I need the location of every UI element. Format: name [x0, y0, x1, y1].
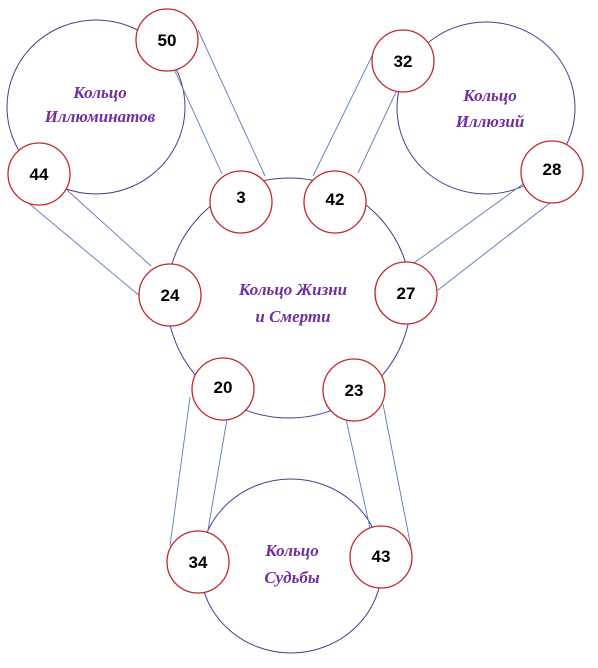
connector-20-34-b — [207, 418, 228, 531]
ring-illuminati-label-line1: Кольцо — [72, 83, 126, 102]
ring-illusions-label-line1: Кольцо — [462, 86, 516, 105]
node-20[interactable]: 20 — [191, 357, 255, 421]
connector-28-27-b — [437, 202, 551, 291]
node-27-circle — [374, 261, 438, 325]
node-24[interactable]: 24 — [138, 263, 202, 327]
connector-50-3-b — [197, 29, 266, 177]
node-32-circle — [371, 29, 435, 93]
node-50[interactable]: 50 — [135, 8, 199, 72]
node-34-label: 34 — [189, 553, 208, 572]
node-50-label: 50 — [158, 31, 177, 50]
connector-28-27-a — [413, 183, 524, 264]
node-23-label: 23 — [345, 381, 364, 400]
ring-illusions-label-line2: Иллюзий — [455, 112, 525, 131]
node-20-circle — [191, 357, 255, 421]
node-42-circle — [303, 170, 367, 234]
node-50-circle — [135, 8, 199, 72]
connector-32-42-a — [312, 53, 374, 177]
node-34[interactable]: 34 — [166, 530, 230, 594]
node-44-label: 44 — [30, 165, 49, 184]
ring-life-death-label-line2: и Смерти — [255, 307, 330, 326]
ring-fate-label-line2: Судьбы — [264, 568, 320, 587]
connector-50-3-a — [173, 68, 223, 175]
node-3-label: 3 — [236, 188, 245, 207]
node-20-label: 20 — [214, 378, 233, 397]
node-43-circle — [349, 525, 413, 589]
connector-44-24-a — [19, 195, 142, 298]
connector-20-34-a — [169, 396, 191, 547]
connector-23-43-b — [382, 403, 412, 548]
node-27-label: 27 — [397, 284, 416, 303]
node-23-circle — [322, 358, 386, 422]
node-44[interactable]: 44 — [7, 142, 71, 206]
node-44-circle — [7, 142, 71, 206]
ring-illuminati-label-line2: Иллюминатов — [44, 107, 156, 126]
node-28-label: 28 — [543, 160, 562, 179]
node-32[interactable]: 32 — [371, 29, 435, 93]
node-23[interactable]: 23 — [322, 358, 386, 422]
ring-life-death-label-line1: Кольцо Жизни — [238, 280, 347, 299]
node-32-label: 32 — [394, 52, 413, 71]
node-27[interactable]: 27 — [374, 261, 438, 325]
node-42[interactable]: 42 — [303, 170, 367, 234]
node-24-circle — [138, 263, 202, 327]
connector-44-24-b — [66, 189, 152, 267]
connectors — [19, 29, 551, 548]
connector-23-43-a — [345, 418, 371, 529]
node-3-circle — [209, 170, 273, 234]
node-28[interactable]: 28 — [520, 140, 584, 204]
connector-32-42-b — [357, 91, 397, 174]
ring-fate-label-line1: Кольцо — [264, 541, 318, 560]
node-43[interactable]: 43 — [349, 525, 413, 589]
node-42-label: 42 — [326, 190, 345, 209]
node-43-label: 43 — [372, 547, 391, 566]
node-3[interactable]: 3 — [209, 170, 273, 234]
node-28-circle — [520, 140, 584, 204]
node-34-circle — [166, 530, 230, 594]
node-24-label: 24 — [161, 286, 180, 305]
